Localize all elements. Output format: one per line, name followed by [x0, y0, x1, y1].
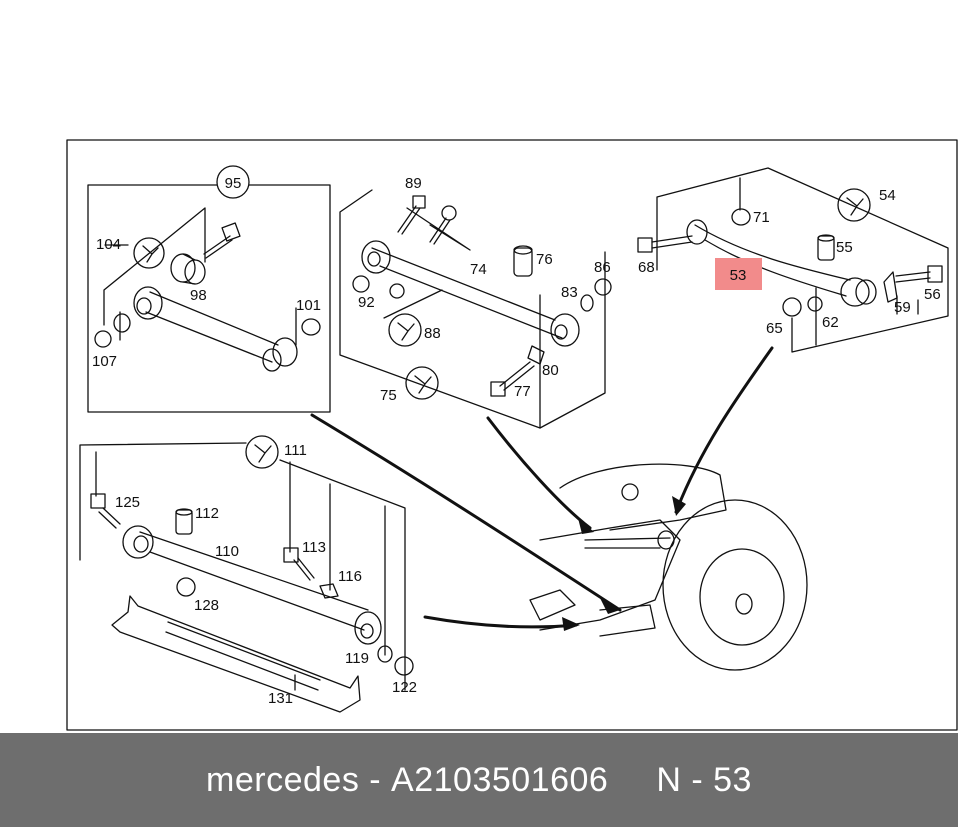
group-111-outline — [79, 442, 406, 691]
callout-98: 98 — [190, 287, 207, 304]
callout-89: 89 — [405, 175, 422, 192]
caption-separator: - — [359, 760, 392, 799]
callout-77: 77 — [514, 383, 531, 400]
callout-circle-95 — [216, 165, 250, 199]
pointer-111 — [423, 615, 578, 629]
callout-131: 131 — [268, 690, 293, 707]
callout-54: 54 — [879, 187, 896, 204]
parts-diagram: 95 104 98 101 107 89 74 76 83 86 92 88 8… — [66, 139, 958, 731]
wheel-hub-assembly — [662, 499, 808, 671]
link-arm-74 — [371, 247, 563, 339]
exploded-suspension-diagram: 95 104 98 101 107 89 74 76 83 86 92 88 8… — [66, 139, 958, 731]
bushing-end-95 — [133, 286, 163, 320]
callout-125: 125 — [115, 494, 140, 511]
callout-74: 74 — [470, 261, 487, 278]
upper-control-arm-53 — [694, 224, 851, 297]
pointer-74 — [486, 416, 592, 530]
callout-86: 86 — [594, 259, 611, 276]
callout-110: 110 — [215, 543, 239, 560]
callout-88: 88 — [424, 325, 441, 342]
caption-position-number: 53 — [713, 760, 752, 799]
caption-brand: mercedes — [206, 760, 360, 799]
callout-53: 53 — [730, 267, 747, 284]
callout-107: 107 — [92, 353, 117, 370]
caption-bar: mercedes - A2103501606 N - 53 — [0, 733, 958, 827]
callout-116: 116 — [338, 568, 362, 585]
callout-65: 65 — [766, 320, 783, 337]
callout-59: 59 — [894, 299, 911, 316]
callout-113: 113 — [302, 539, 326, 556]
link-arm-95 — [145, 291, 279, 363]
torque-icon-104 — [133, 237, 165, 269]
callout-76: 76 — [536, 251, 553, 268]
caption-part-number: A2103501606 — [391, 760, 609, 799]
callout-128: 128 — [194, 597, 219, 614]
callout-71: 71 — [753, 209, 770, 226]
pointer-53 — [674, 346, 774, 514]
callout-83: 83 — [561, 284, 578, 301]
group-53-outline — [656, 167, 949, 353]
caption-position-prefix: N - — [656, 760, 714, 799]
group-95-box — [87, 184, 331, 413]
callout-112: 112 — [195, 505, 219, 522]
callout-80: 80 — [542, 362, 559, 379]
crossmember-131 — [111, 595, 361, 713]
callout-119: 119 — [345, 650, 369, 667]
pointer-95 — [310, 413, 622, 612]
lower-link-arm-110 — [139, 531, 369, 631]
callout-68: 68 — [638, 259, 655, 276]
highlight-53 — [715, 258, 762, 290]
callout-95: 95 — [225, 175, 242, 192]
bushing-76 — [513, 247, 533, 277]
callout-104: 104 — [96, 236, 121, 253]
callout-111: 111 — [284, 442, 307, 459]
callout-62: 62 — [822, 314, 839, 331]
callout-75: 75 — [380, 387, 397, 404]
callout-92: 92 — [358, 294, 375, 311]
callout-55: 55 — [836, 239, 853, 256]
callout-56: 56 — [924, 286, 941, 303]
diagram-frame — [66, 139, 958, 731]
callout-101: 101 — [296, 297, 321, 314]
callout-122: 122 — [392, 679, 417, 696]
